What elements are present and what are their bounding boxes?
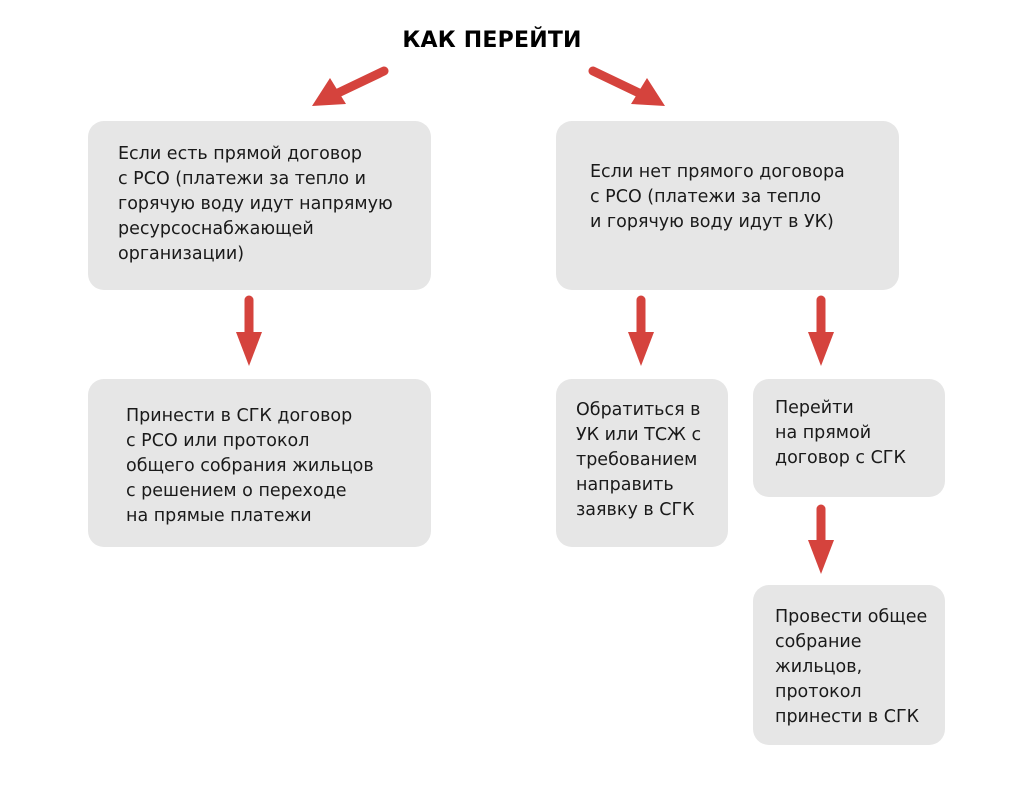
box-line: собрание [775,632,862,652]
box-line: протокол [775,682,862,702]
box-line: с РСО или протокол [126,431,310,451]
box-line: жильцов, [775,657,863,677]
box-contact-uk: Обратиться в УК или ТСЖ с требованием на… [556,379,728,547]
box-line: направить [576,475,674,495]
box-line: Если есть прямой договор [118,144,363,164]
box-hold-meeting: Провести общее собрание жильцов, протоко… [753,585,945,745]
box-bring-contract: Принести в СГК договор с РСО или протоко… [88,379,431,547]
arrow-down-2 [628,295,654,366]
box-line: с РСО (платежи за тепло и [118,169,366,189]
box-line: горячую воду идут напрямую [118,194,393,214]
box-line: требованием [576,450,698,470]
arrow-left-diagonal [312,66,389,106]
box-line: организации) [118,244,245,264]
box-direct-contract: Если есть прямой договор с РСО (платежи … [88,121,431,290]
box-line: ресурсоснабжающей [118,219,314,239]
box-line: Если нет прямого договора [590,162,845,182]
arrow-right-diagonal [588,66,665,106]
diagram-title: КАК ПЕРЕЙТИ [402,28,582,53]
box-line: и горячую воду идут в УК) [590,212,834,232]
box-line: общего собрания жильцов [126,456,374,476]
arrow-down-4 [808,504,834,574]
box-line: заявку в СГК [576,500,695,520]
box-line: Принести в СГК договор [126,406,353,426]
box-line: на прямой [775,423,872,443]
box-line: с РСО (платежи за тепло [590,187,822,207]
box-line: УК или ТСЖ с [576,425,702,445]
arrow-down-3 [808,295,834,366]
box-line: с решением о переходе [126,481,347,501]
box-no-direct-contract: Если нет прямого договора с РСО (платежи… [556,121,899,290]
arrow-down-1 [236,295,262,366]
box-line: на прямые платежи [126,506,312,526]
box-line: Перейти [775,398,854,418]
box-line: принести в СГК [775,707,920,727]
box-line: договор с СГК [775,448,906,468]
box-switch-direct: Перейти на прямой договор с СГК [753,379,945,497]
box-line: Обратиться в [576,400,701,420]
box-line: Провести общее [775,607,928,627]
